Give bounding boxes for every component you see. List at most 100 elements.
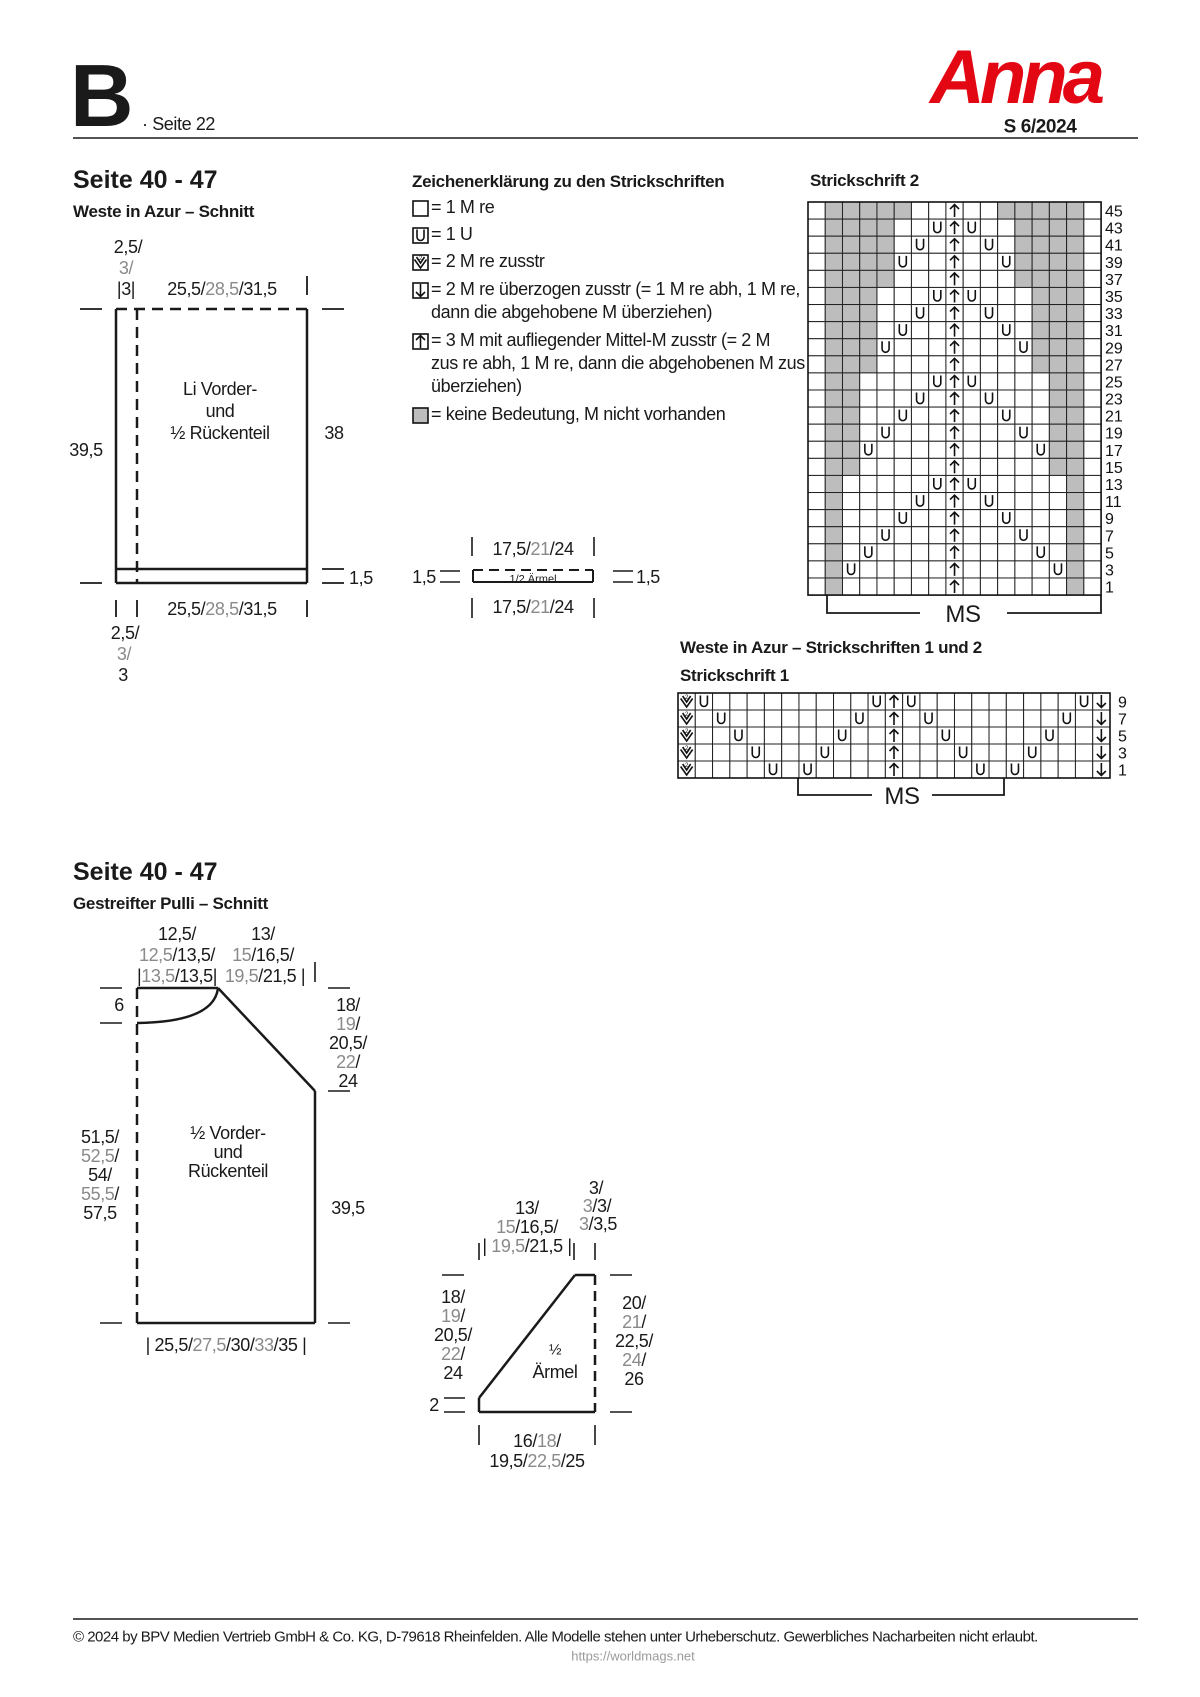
source-link[interactable]: https://worldmags.net xyxy=(571,1648,695,1664)
vest-schematic xyxy=(80,276,344,617)
stitch-cell xyxy=(1083,355,1102,374)
stitch-cell xyxy=(1031,560,1050,579)
stitch-cell xyxy=(1031,406,1050,425)
no-stitch-cell xyxy=(1048,457,1068,476)
stitch-cell xyxy=(1057,692,1076,711)
chart-row xyxy=(807,321,1102,340)
size-value-alt: 27,5 xyxy=(192,1335,227,1355)
stitch-cell xyxy=(971,709,990,728)
size-value: 20,5/ xyxy=(433,1325,473,1345)
no-stitch-cell xyxy=(824,440,843,459)
size-value: 20/ xyxy=(622,1293,646,1313)
stitch-cell xyxy=(807,338,826,357)
legend-item: = 1 U xyxy=(412,224,473,246)
pulli-piece-label-1: ½ Vorder- xyxy=(190,1123,266,1143)
central-double-decrease-icon xyxy=(949,493,960,508)
stitch-cell xyxy=(893,406,912,425)
stitch-cell xyxy=(815,726,835,745)
central-double-decrease-icon xyxy=(888,762,900,776)
stitch-cell xyxy=(953,726,973,745)
stitch-cell xyxy=(928,235,947,254)
stitch-cell xyxy=(910,338,930,357)
stacked-size-line: 20,5/ xyxy=(434,1326,472,1344)
stitch-cell xyxy=(893,492,912,511)
stitch-cell xyxy=(1083,269,1102,288)
stitch-cell xyxy=(971,692,990,711)
no-stitch-cell xyxy=(824,269,843,288)
stitch-cell xyxy=(807,252,826,271)
no-stitch-cell xyxy=(1066,269,1085,288)
stitch-cell xyxy=(1040,692,1059,711)
no-stitch-cell xyxy=(824,389,843,408)
stitch-cell xyxy=(928,338,947,357)
stitch-cell xyxy=(841,526,861,545)
no-stitch-cell xyxy=(859,286,878,306)
chart-row xyxy=(807,286,1102,306)
k2tog-icon: 2 xyxy=(412,254,429,271)
armband-bottom-width: 17,5/21/24 xyxy=(492,597,574,617)
armband-right-rib: 1,5 xyxy=(636,567,660,587)
stitch-cell xyxy=(1005,709,1025,728)
stitch-cell xyxy=(1014,492,1033,511)
stitch-cell xyxy=(1014,406,1033,425)
stitch-cell xyxy=(807,372,826,391)
no-stitch-cell xyxy=(824,355,843,374)
stitch-cell xyxy=(1074,692,1094,711)
size-value: 2,5/ xyxy=(113,237,143,257)
size-value: /16,5/ xyxy=(251,945,294,965)
stitch-cell xyxy=(979,440,999,459)
row-number: 1 xyxy=(1105,580,1114,597)
row-number: 35 xyxy=(1105,289,1123,306)
yarn-over-icon xyxy=(933,375,942,388)
stitch-cell xyxy=(1083,492,1102,511)
stitch-cell xyxy=(902,760,921,779)
yarn-over-icon xyxy=(1001,409,1011,422)
stitch-cell xyxy=(746,709,765,728)
size-value: /24 xyxy=(549,597,574,617)
size-value: /16,5/ xyxy=(515,1217,558,1237)
stitch-cell xyxy=(694,743,714,762)
no-stitch-cell xyxy=(1031,286,1050,306)
pulli-shoulder-2: 15/16,5/ xyxy=(232,946,294,964)
no-stitch-cell xyxy=(1066,423,1085,442)
size-value-alt: 28,5 xyxy=(205,599,239,619)
pulli-neck-depth: 6 xyxy=(114,996,124,1014)
yarn-over-icon xyxy=(915,495,925,507)
svg-text:2: 2 xyxy=(685,729,689,735)
stitch-cell xyxy=(781,760,800,779)
stitch-cell xyxy=(910,543,930,562)
stitch-cell xyxy=(997,372,1016,391)
row-number: 3 xyxy=(1118,746,1127,763)
size-value: 20,5/ xyxy=(328,1033,368,1053)
k2tog-icon: 2 xyxy=(679,763,694,777)
no-stitch-cell xyxy=(1014,269,1033,288)
size-value-alt: 3/ xyxy=(116,644,132,664)
stitch-cell xyxy=(962,321,981,340)
stitch-cell xyxy=(962,201,981,220)
vest-bottom-border-3: 3 xyxy=(118,666,128,684)
chart-row: 2 xyxy=(677,709,1111,728)
stitch-cell xyxy=(876,543,895,562)
stitch-cell xyxy=(807,201,826,220)
no-stitch-cell xyxy=(1031,235,1050,254)
size-value: 24 xyxy=(443,1363,463,1383)
pulli-shoulder-1: 13/ xyxy=(251,925,275,943)
stitch-cell xyxy=(893,235,912,254)
yarn-over-icon xyxy=(881,426,890,439)
stitch-cell xyxy=(1023,692,1042,711)
yarn-over-icon xyxy=(751,746,761,759)
row-number: 27 xyxy=(1105,357,1123,374)
stitch-cell xyxy=(841,474,861,494)
stacked-size-line: 24/ xyxy=(622,1351,646,1369)
stitch-cell xyxy=(979,457,999,476)
stitch-cell xyxy=(694,709,714,728)
row-number: 15 xyxy=(1105,460,1123,477)
stitch-cell xyxy=(833,709,852,728)
stacked-size-line: 57,5 xyxy=(83,1204,117,1222)
no-stitch-cell xyxy=(1048,218,1068,237)
yarn-over-icon xyxy=(881,529,890,542)
row-number: 31 xyxy=(1105,323,1123,340)
size-value: 1,5 xyxy=(349,568,373,588)
yarn-over-icon xyxy=(1019,426,1028,439)
